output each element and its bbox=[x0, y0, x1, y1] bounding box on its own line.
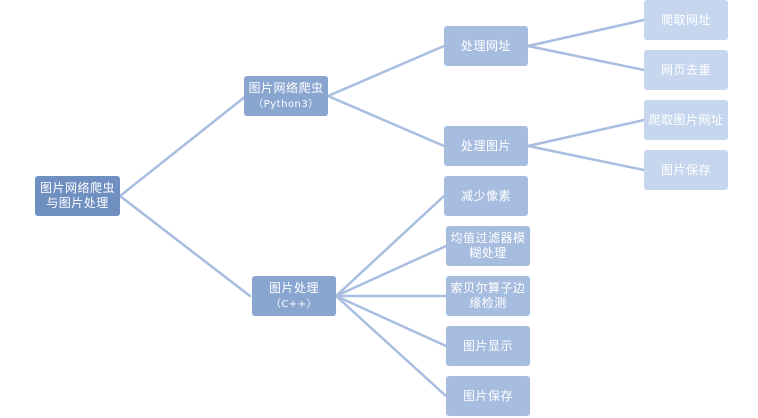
processing-title: 图片处理 bbox=[268, 280, 319, 295]
fetch-url-label: 爬取网址 bbox=[660, 12, 711, 27]
link-image-fetch bbox=[526, 118, 646, 148]
display-node: 图片显示 bbox=[446, 326, 530, 366]
crawler-sub: （Python3） bbox=[253, 98, 319, 110]
dedupe-label: 网页去重 bbox=[660, 62, 711, 77]
sobel-line2: 缘检测 bbox=[469, 296, 507, 310]
processing-node: 图片处理 （C++） bbox=[252, 276, 336, 316]
reduce-pixels-label: 减少像素 bbox=[460, 188, 511, 203]
image-label: 处理图片 bbox=[460, 138, 511, 153]
crawler-save-label: 图片保存 bbox=[660, 162, 711, 177]
root-node: 图片网络爬虫 与图片处理 bbox=[35, 176, 120, 216]
reduce-pixels-node: 减少像素 bbox=[444, 176, 528, 216]
root-line1: 图片网络爬虫 bbox=[39, 181, 115, 195]
fetch-image-url-label: 爬取图片网址 bbox=[648, 112, 724, 127]
link-proc-save bbox=[334, 294, 448, 398]
sobel-line1: 索贝尔算子边 bbox=[450, 281, 526, 295]
root-line2: 与图片处理 bbox=[46, 196, 109, 210]
fetch-url-node: 爬取网址 bbox=[644, 0, 728, 40]
image-node: 处理图片 bbox=[444, 126, 528, 166]
processing-sub: （C++） bbox=[270, 298, 318, 310]
link-image-save bbox=[526, 144, 646, 172]
link-proc-display bbox=[334, 294, 448, 348]
link-crawler-url bbox=[326, 44, 446, 98]
link-url-fetch bbox=[526, 18, 646, 48]
link-url-dedupe bbox=[526, 44, 646, 72]
link-root-processing bbox=[118, 194, 252, 298]
url-label: 处理网址 bbox=[460, 38, 511, 53]
processing-save-label: 图片保存 bbox=[462, 388, 513, 403]
crawler-title: 图片网络爬虫 bbox=[248, 80, 324, 95]
link-proc-mean bbox=[334, 244, 448, 298]
link-crawler-image bbox=[326, 94, 446, 148]
link-proc-reduce bbox=[334, 194, 446, 298]
dedupe-node: 网页去重 bbox=[644, 50, 728, 90]
mean-filter-line1: 均值过滤器模 bbox=[450, 231, 526, 245]
url-node: 处理网址 bbox=[444, 26, 528, 66]
processing-save-node: 图片保存 bbox=[446, 376, 530, 416]
link-root-crawler bbox=[118, 94, 248, 198]
display-label: 图片显示 bbox=[462, 338, 513, 353]
crawler-node: 图片网络爬虫 （Python3） bbox=[244, 76, 328, 116]
crawler-save-node: 图片保存 bbox=[644, 150, 728, 190]
mean-filter-node: 均值过滤器模 糊处理 bbox=[446, 226, 530, 266]
fetch-image-url-node: 爬取图片网址 bbox=[644, 100, 728, 140]
sobel-node: 索贝尔算子边 缘检测 bbox=[446, 276, 530, 316]
mean-filter-line2: 糊处理 bbox=[469, 246, 507, 260]
